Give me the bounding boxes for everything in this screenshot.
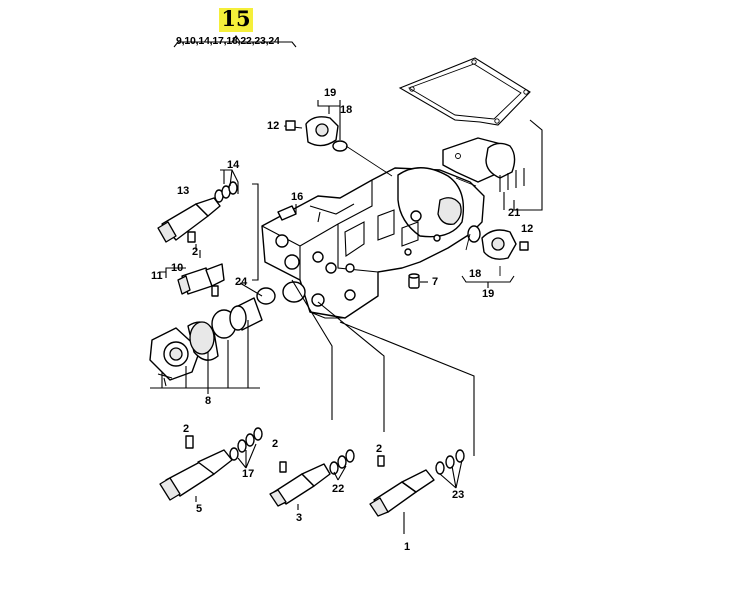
callout-3[interactable]: 3 xyxy=(296,512,303,524)
callout-1[interactable]: 1 xyxy=(404,541,411,553)
callout-10[interactable]: 10 xyxy=(171,262,184,274)
part-number-highlight xyxy=(219,8,253,32)
valve-body-housing xyxy=(261,167,485,319)
sensor-19-right-shape xyxy=(461,225,529,288)
callout-2c[interactable]: 2 xyxy=(272,438,279,450)
callout-5[interactable]: 5 xyxy=(196,503,203,515)
bracket-21-shape xyxy=(442,137,525,192)
solenoid-3-shape xyxy=(269,449,355,510)
callout-14[interactable]: 14 xyxy=(227,159,240,171)
gasket-shape xyxy=(398,57,531,126)
callout-11[interactable]: 11 xyxy=(151,270,163,282)
ref-bracket xyxy=(173,41,297,48)
callout-13[interactable]: 13 xyxy=(177,185,190,197)
sensor-19-top-shape xyxy=(283,100,348,152)
main-part-number[interactable]: 15 xyxy=(221,6,251,31)
solenoid-1-shape xyxy=(369,449,465,534)
cover-8-shape xyxy=(149,279,475,456)
callout-19a[interactable]: 19 xyxy=(324,87,337,99)
sensor-10-shape xyxy=(160,263,225,297)
leader-lines xyxy=(195,119,543,297)
plug-7-shape xyxy=(408,273,428,289)
callout-22[interactable]: 22 xyxy=(332,483,345,495)
callout-8[interactable]: 8 xyxy=(205,395,212,407)
callout-12b[interactable]: 12 xyxy=(521,223,534,235)
callout-24[interactable]: 24 xyxy=(235,276,248,288)
callout-12a[interactable]: 12 xyxy=(267,120,280,132)
callout-23[interactable]: 23 xyxy=(452,489,465,501)
callout-2b[interactable]: 2 xyxy=(183,423,190,435)
callout-7[interactable]: 7 xyxy=(432,276,439,288)
callout-21[interactable]: 21 xyxy=(508,207,521,219)
callout-18a[interactable]: 18 xyxy=(340,104,353,116)
callout-18b[interactable]: 18 xyxy=(469,268,482,280)
callout-19b[interactable]: 19 xyxy=(482,288,495,300)
solenoid-13-shape xyxy=(157,169,259,281)
callout-2d[interactable]: 2 xyxy=(376,443,383,455)
callout-17[interactable]: 17 xyxy=(242,468,255,480)
callout-16[interactable]: 16 xyxy=(291,191,304,203)
related-parts-list[interactable]: 9,10,14,17,18,22,23,24 xyxy=(176,35,280,47)
solenoid-5-shape xyxy=(159,427,263,502)
callout-2a[interactable]: 2 xyxy=(192,246,199,258)
